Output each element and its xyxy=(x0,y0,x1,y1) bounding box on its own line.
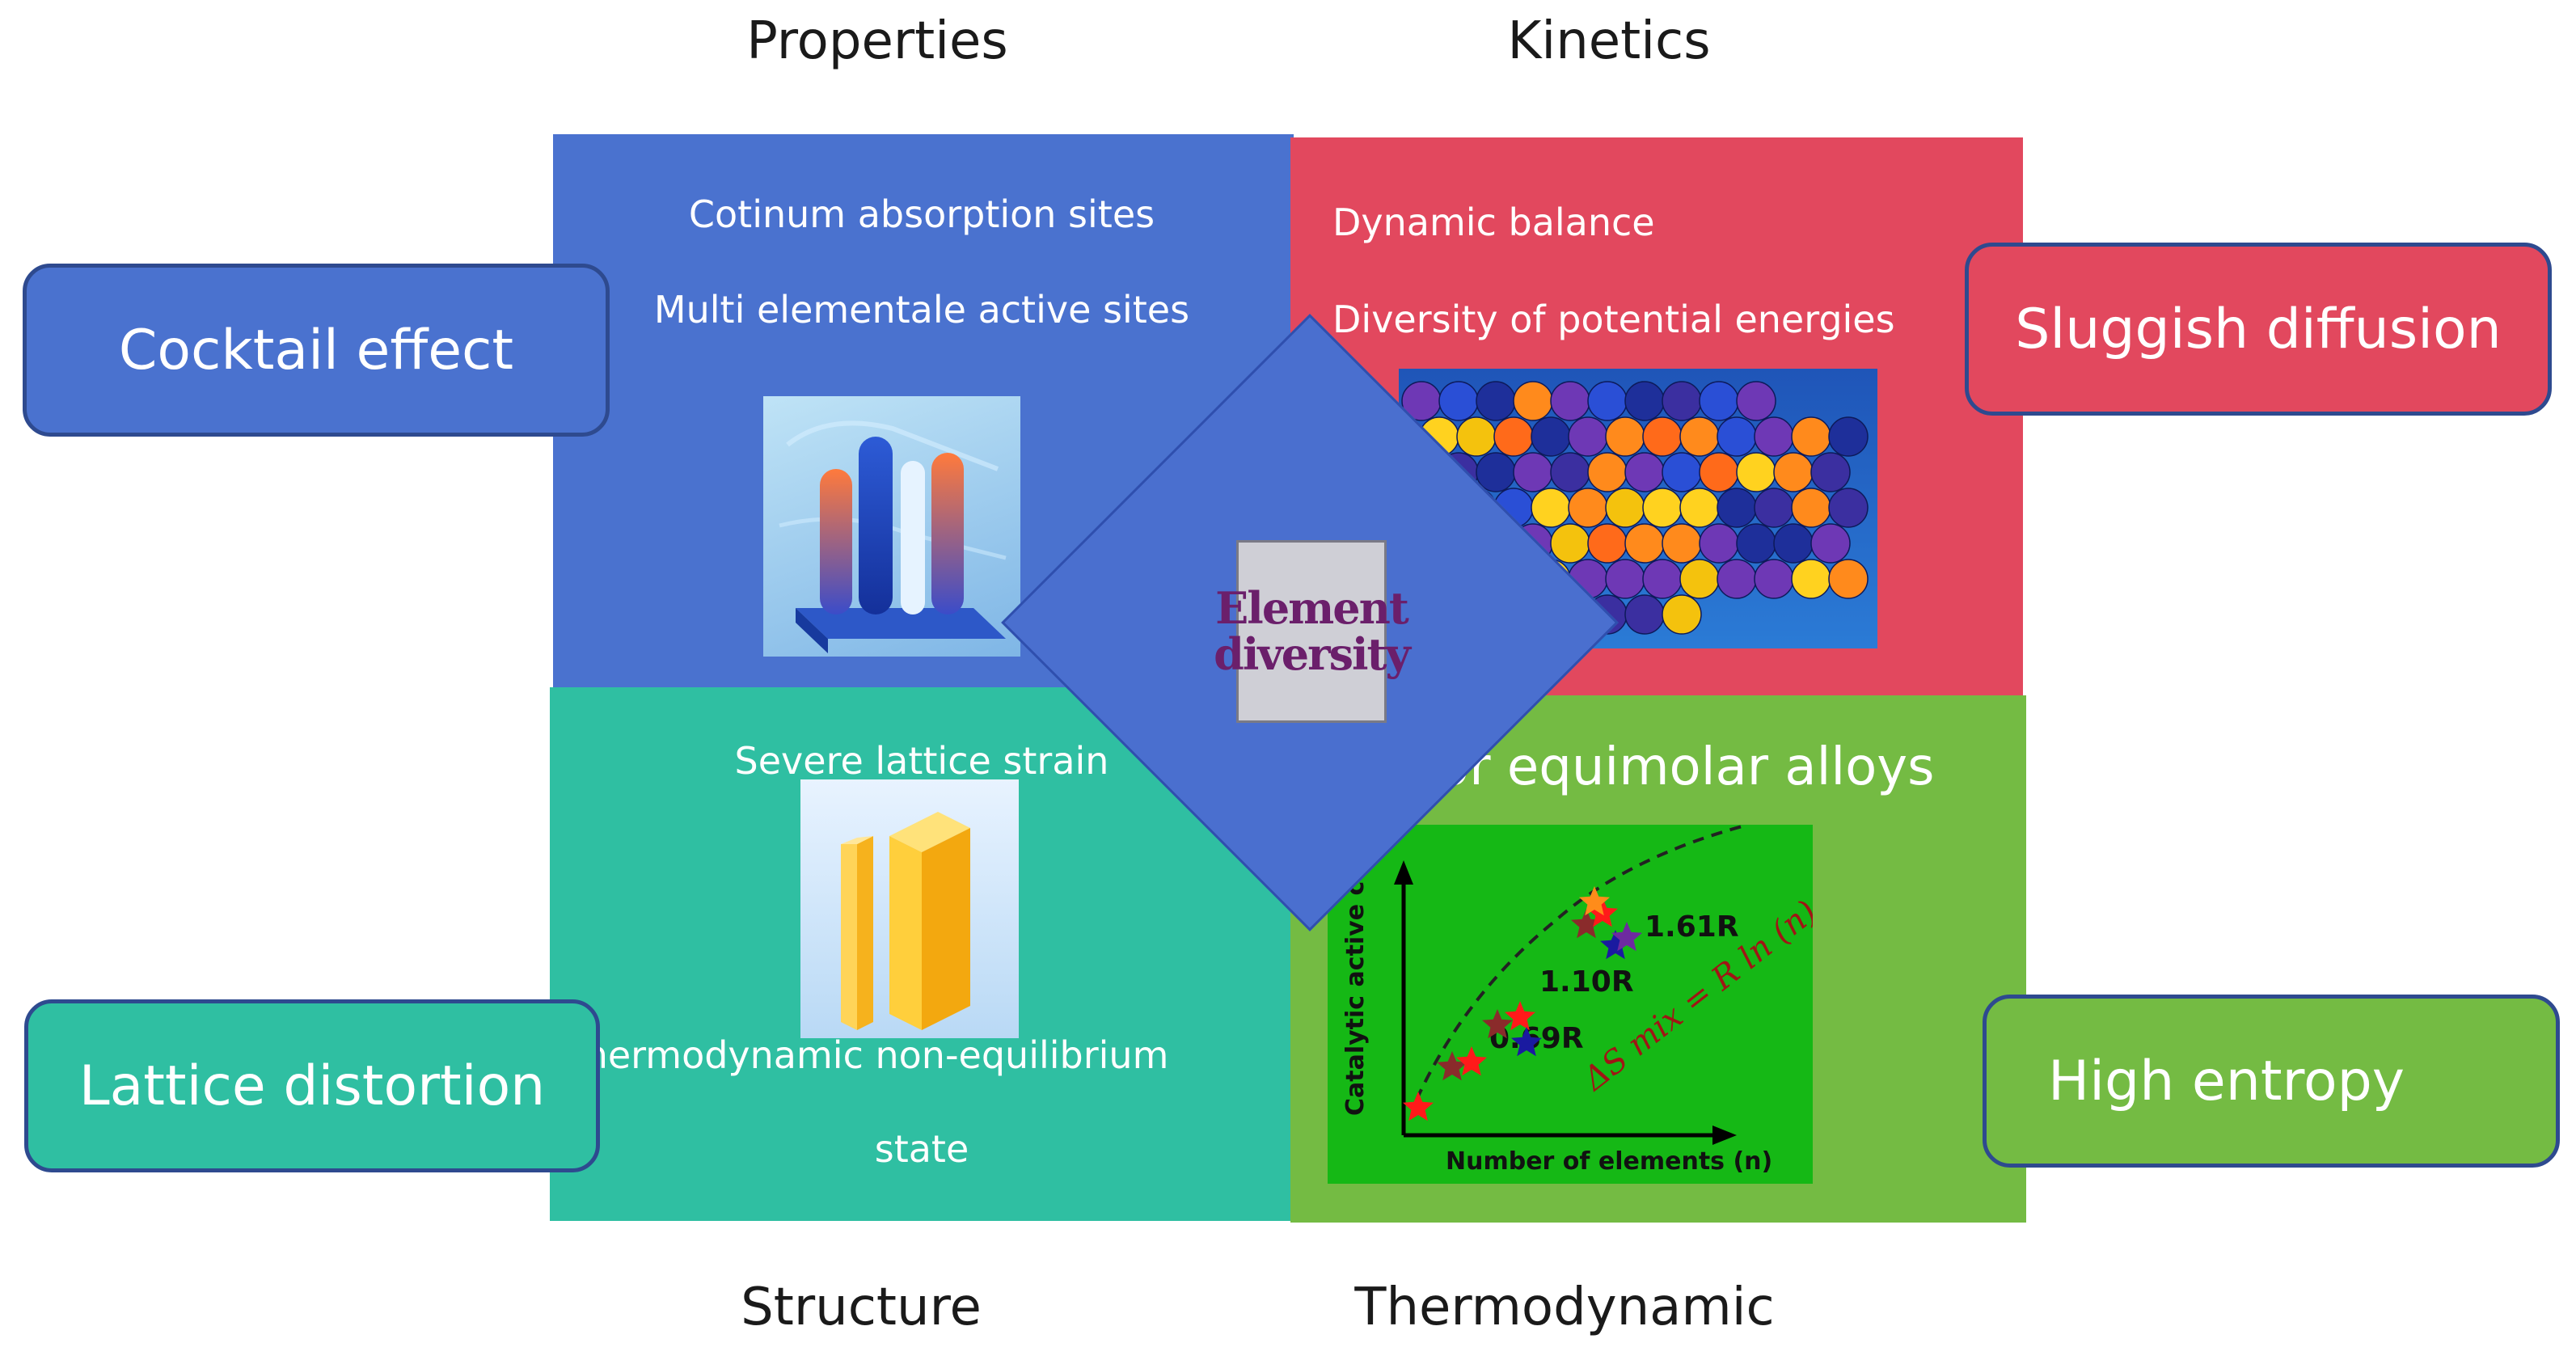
structure-line-2: Thermodynamic non-equilibrium xyxy=(561,1033,1169,1077)
sphere xyxy=(1828,416,1869,457)
sphere xyxy=(1550,452,1590,492)
sphere xyxy=(1754,559,1794,599)
sphere xyxy=(1624,381,1665,421)
sphere xyxy=(1550,523,1590,564)
sphere xyxy=(1773,523,1814,564)
sphere xyxy=(1513,452,1553,492)
star-marker xyxy=(1571,909,1602,939)
element-diversity-label: Element diversity xyxy=(1214,540,1411,723)
sphere xyxy=(1828,559,1869,599)
structure-line-3: state xyxy=(874,1127,969,1171)
sphere xyxy=(1642,416,1683,457)
sluggish-diffusion-box: Sluggish diffusion xyxy=(1965,243,2552,416)
sphere xyxy=(1810,523,1851,564)
star-marker xyxy=(1600,930,1631,960)
star-marker xyxy=(1403,1092,1434,1121)
sphere xyxy=(1605,416,1645,457)
properties-illustration xyxy=(763,396,1020,657)
sphere xyxy=(1699,523,1739,564)
sphere xyxy=(1513,381,1553,421)
cocktail-effect-box: Cocktail effect xyxy=(23,264,610,437)
star-marker xyxy=(1505,1001,1535,1031)
sphere xyxy=(1754,416,1794,457)
high-entropy-box: High entropy xyxy=(1983,995,2560,1168)
thermo-title: For equimolar alloys xyxy=(1409,737,1935,797)
sphere xyxy=(1810,452,1851,492)
sphere xyxy=(1493,416,1534,457)
sphere xyxy=(1679,416,1720,457)
sphere xyxy=(1662,523,1702,564)
sphere xyxy=(1642,559,1683,599)
sphere xyxy=(1791,488,1831,528)
star-marker xyxy=(1579,886,1610,916)
sphere xyxy=(1717,559,1757,599)
sphere xyxy=(1662,594,1702,635)
sphere xyxy=(1438,381,1479,421)
star-marker xyxy=(1611,922,1642,952)
sphere xyxy=(1587,381,1628,421)
sphere xyxy=(1456,416,1497,457)
sphere xyxy=(1568,488,1608,528)
sphere xyxy=(1476,381,1516,421)
structure-illustration xyxy=(800,779,1019,1038)
sphere xyxy=(1736,381,1776,421)
sphere xyxy=(1624,523,1665,564)
sphere xyxy=(1662,381,1702,421)
sphere xyxy=(1736,523,1776,564)
sphere xyxy=(1568,416,1608,457)
sphere xyxy=(1699,452,1739,492)
sphere xyxy=(1550,381,1590,421)
lattice-distortion-box: Lattice distortion xyxy=(24,999,600,1172)
entropy-inset-plot: Catalytic active center Number of elemen… xyxy=(1328,825,1813,1184)
inset-label-3: 1.61R xyxy=(1645,910,1739,944)
kinetics-line-2: Diversity of potential energies xyxy=(1332,298,1895,341)
sphere xyxy=(1754,488,1794,528)
sphere xyxy=(1531,416,1571,457)
star-marker xyxy=(1511,1027,1542,1057)
properties-line-2: Multi elementale active sites xyxy=(653,288,1190,332)
heading-thermodynamic: Thermodynamic xyxy=(1354,1278,1775,1337)
sphere xyxy=(1624,452,1665,492)
sphere xyxy=(1791,416,1831,457)
star-marker xyxy=(1482,1009,1513,1039)
sphere xyxy=(1679,488,1720,528)
sphere xyxy=(1587,523,1628,564)
sphere xyxy=(1605,488,1645,528)
sphere xyxy=(1699,381,1739,421)
sphere xyxy=(1828,488,1869,528)
sphere xyxy=(1717,416,1757,457)
inset-label-2: 1.10R xyxy=(1539,965,1634,999)
heading-properties: Properties xyxy=(746,11,1008,71)
sphere xyxy=(1624,594,1665,635)
sphere xyxy=(1531,488,1571,528)
sphere xyxy=(1679,559,1720,599)
star-marker xyxy=(1456,1046,1487,1076)
element-diversity-line-2: diversity xyxy=(1214,628,1411,680)
kinetics-line-1: Dynamic balance xyxy=(1332,201,1655,244)
properties-line-1: Cotinum absorption sites xyxy=(688,192,1155,236)
sphere xyxy=(1791,559,1831,599)
sphere xyxy=(1736,452,1776,492)
sphere xyxy=(1642,488,1683,528)
sphere xyxy=(1773,452,1814,492)
sphere xyxy=(1605,559,1645,599)
sphere xyxy=(1587,452,1628,492)
element-diversity-line-1: Element xyxy=(1215,582,1409,635)
sphere xyxy=(1662,452,1702,492)
star-marker xyxy=(1437,1051,1467,1081)
sphere xyxy=(1717,488,1757,528)
inset-xlabel: Number of elements (n) xyxy=(1446,1147,1772,1176)
heading-structure: Structure xyxy=(741,1278,982,1337)
heading-kinetics: Kinetics xyxy=(1507,11,1711,71)
structure-line-1: Severe lattice strain xyxy=(734,739,1109,783)
